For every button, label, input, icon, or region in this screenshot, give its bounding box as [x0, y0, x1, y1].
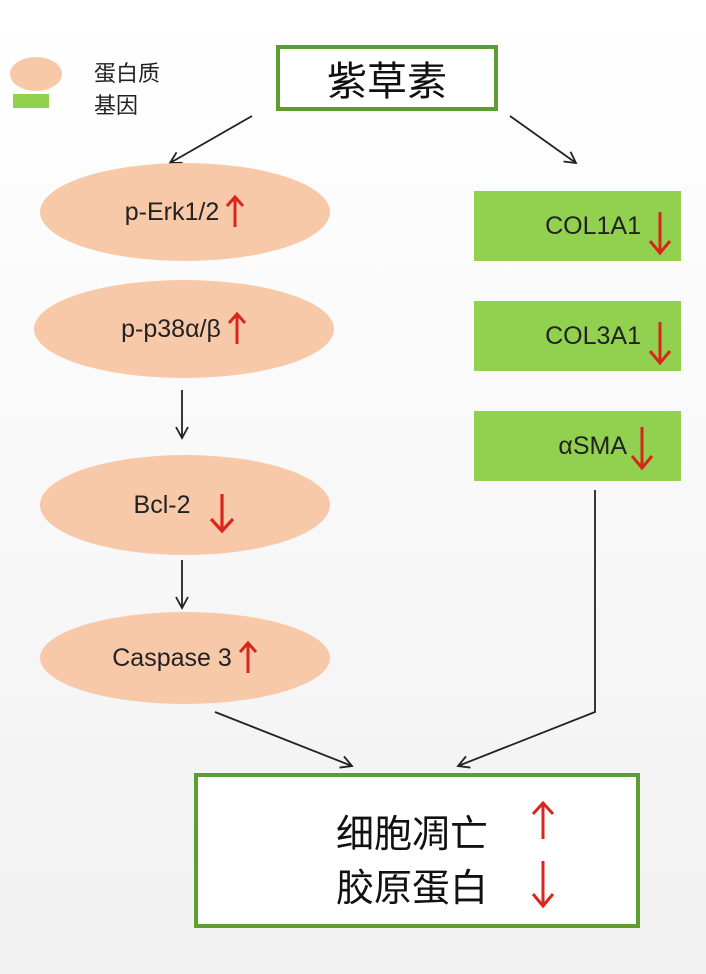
arrow-asma-to-result — [456, 490, 596, 769]
gene-node-label: αSMA — [558, 431, 627, 460]
protein-node-label: Caspase 3 — [112, 643, 232, 672]
legend: 蛋白质 基因 — [10, 52, 210, 122]
legend-gene-swatch — [13, 94, 49, 108]
up-arrow-icon — [531, 801, 555, 839]
shikonin-title-box: 紫草素 — [276, 45, 498, 111]
gene-node-col1a1: COL1A1 — [474, 191, 681, 261]
protein-node-label: p-p38α/β — [121, 314, 221, 343]
protein-node-erk: p-Erk1/2 — [40, 163, 330, 261]
up-arrow-icon — [238, 641, 257, 673]
arrow-caspase3-to-result — [214, 711, 354, 769]
outcome-collagen-label: 胶原蛋白 — [336, 866, 489, 910]
down-arrow-icon — [210, 494, 235, 534]
arrow-title-to-col1a1 — [509, 115, 578, 165]
up-arrow-icon — [227, 312, 246, 344]
legend-protein-swatch — [10, 57, 62, 91]
protein-node-label: Bcl-2 — [133, 490, 191, 519]
down-arrow-icon — [531, 861, 555, 909]
protein-node-p38: p-p38α/β — [34, 280, 334, 378]
up-arrow-icon — [226, 195, 245, 227]
legend-protein-label: 蛋白质 — [94, 62, 161, 87]
legend-gene-label: 基因 — [94, 94, 139, 119]
title-label: 紫草素 — [327, 59, 447, 105]
outcome-apoptosis-label: 细胞凋亡 — [336, 812, 489, 856]
down-arrow-icon — [648, 322, 672, 366]
arrow-title-to-erk — [168, 115, 253, 164]
outcome-box: 细胞凋亡 胶原蛋白 — [194, 773, 640, 928]
protein-node-caspase3: Caspase 3 — [40, 612, 330, 704]
gene-node-col3a1: COL3A1 — [474, 301, 681, 371]
gene-node-label: COL3A1 — [545, 321, 641, 350]
gene-node-label: COL1A1 — [545, 211, 641, 240]
down-arrow-icon — [648, 212, 672, 256]
protein-node-bcl2: Bcl-2 — [40, 455, 330, 555]
down-arrow-icon — [630, 427, 654, 471]
gene-node-asma: αSMA — [474, 411, 681, 481]
protein-node-label: p-Erk1/2 — [124, 197, 220, 226]
